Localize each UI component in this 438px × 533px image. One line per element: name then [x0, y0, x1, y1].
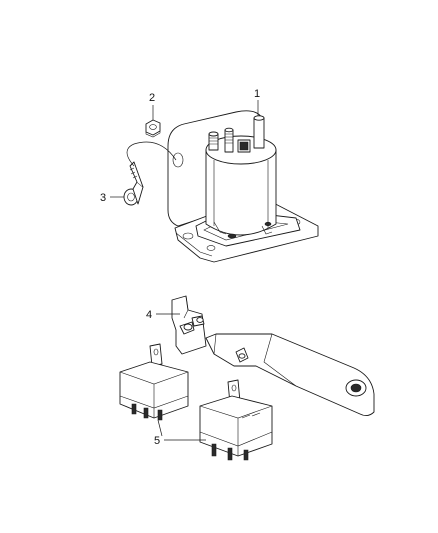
nut-icon	[145, 119, 161, 138]
bracket-assembly	[171, 295, 375, 417]
plate-hole	[172, 152, 184, 168]
callout-4: 4	[146, 309, 152, 321]
relay-module-right	[199, 379, 273, 461]
callout-2: 2	[149, 92, 155, 104]
relay-module-left	[119, 343, 189, 421]
callout-3: 3	[100, 192, 106, 204]
terminal-stud	[253, 117, 265, 149]
solenoid-can	[205, 149, 277, 236]
callout-5: 5	[154, 435, 160, 447]
solenoid-assembly	[167, 110, 319, 263]
bracket-arm	[205, 333, 375, 417]
leader-line-5b	[157, 419, 163, 437]
callout-1: 1	[254, 88, 260, 100]
